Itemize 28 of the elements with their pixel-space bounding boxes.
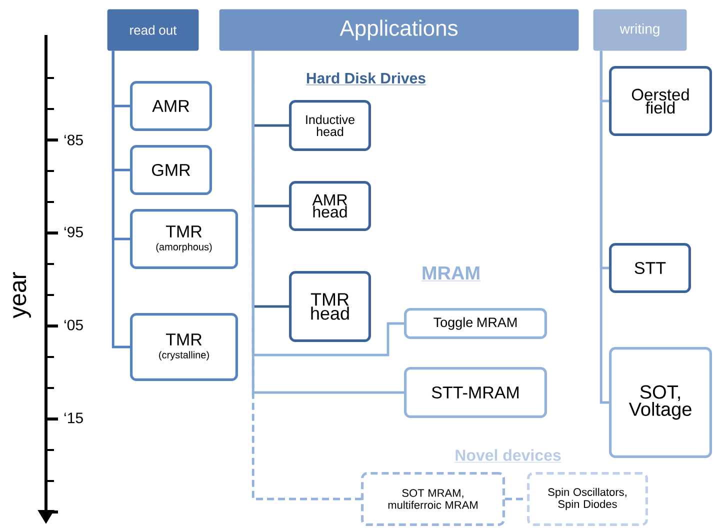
section-heading: Hard Disk Drives bbox=[306, 72, 426, 86]
tick-label: ‘05 bbox=[64, 320, 83, 330]
connector-line bbox=[252, 50, 361, 500]
tick-label: ‘95 bbox=[64, 226, 83, 238]
device-box: TMR head bbox=[289, 271, 371, 342]
category-header: writing bbox=[593, 9, 687, 51]
device-box: TMR (amorphous) bbox=[130, 209, 238, 269]
device-box: Spin Oscillators, Spin Diodes bbox=[527, 472, 648, 526]
device-box: STT-MRAM bbox=[404, 367, 547, 418]
device-box: SOT, Voltage bbox=[609, 347, 712, 458]
connector-line bbox=[112, 50, 130, 348]
device-box: Oersted field bbox=[609, 66, 712, 136]
section-heading: MRAM bbox=[421, 266, 481, 282]
device-box: STT bbox=[609, 243, 691, 293]
connector-line bbox=[600, 50, 609, 404]
device-box: AMR head bbox=[289, 181, 371, 231]
section-heading: Novel devices bbox=[454, 449, 562, 462]
device-box: AMR bbox=[130, 81, 212, 131]
device-box: Toggle MRAM bbox=[404, 308, 547, 339]
tick-label: ‘15 bbox=[64, 412, 83, 424]
device-box: Inductive head bbox=[289, 100, 371, 151]
category-header: Applications bbox=[219, 9, 579, 51]
axis-title: year bbox=[13, 272, 31, 318]
category-header: read out bbox=[107, 9, 199, 51]
device-box: GMR bbox=[130, 145, 212, 195]
tick-label: ‘85 bbox=[64, 134, 83, 146]
device-box: TMR (crystalline) bbox=[130, 313, 238, 381]
device-box: SOT MRAM, multiferroic MRAM bbox=[361, 472, 505, 526]
